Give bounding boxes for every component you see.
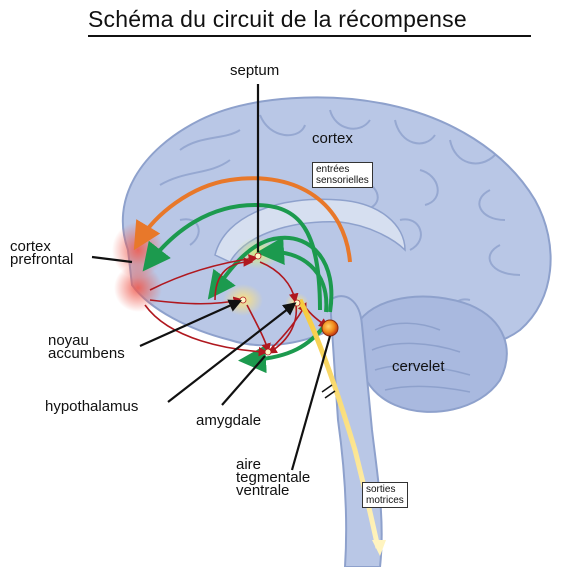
label-aire-1: aire [236, 456, 262, 473]
label-cortex-prefrontal-2: prefrontal [10, 251, 74, 268]
box-sorties-motrices: sorties motrices [362, 482, 408, 508]
label-aire-2: tegmentale [236, 469, 311, 486]
accumbens-leader [139, 299, 243, 348]
vta-node [321, 319, 339, 337]
label-aire-3: ventrale [236, 482, 290, 499]
title-underline [88, 35, 531, 37]
motor-output-arrow [297, 298, 381, 549]
label-noyau-1: noyau [48, 332, 89, 349]
box-entrees-line2: sensorielles [316, 175, 369, 186]
cerebellum [355, 295, 508, 413]
label-cortex: cortex [312, 130, 353, 147]
label-hypothalamus: hypothalamus [45, 398, 139, 415]
box-entrees-sensorielles: entrées sensorielles [312, 162, 373, 188]
box-sorties-line1: sorties [366, 484, 396, 495]
vta-leader [290, 335, 332, 471]
label-amygdale: amygdale [196, 412, 262, 429]
cerebellum-folia [371, 322, 471, 393]
label-cervelet: cervelet [392, 358, 445, 375]
label-cortex-prefrontal-1: cortex [10, 238, 51, 255]
amygdale-leader [221, 355, 266, 406]
leader-lines [91, 84, 332, 471]
prefrontal-leader [91, 255, 133, 264]
label-noyau-2: accumbens [48, 345, 125, 362]
page-title: Schéma du circuit de la récompense [88, 6, 467, 32]
box-entrees-line1: entrées [316, 164, 350, 175]
hypothalamus-leader [167, 302, 297, 403]
sensory-input-arrow [133, 176, 352, 263]
box-sorties-line2: motrices [366, 495, 404, 506]
label-septum: septum [230, 62, 280, 79]
